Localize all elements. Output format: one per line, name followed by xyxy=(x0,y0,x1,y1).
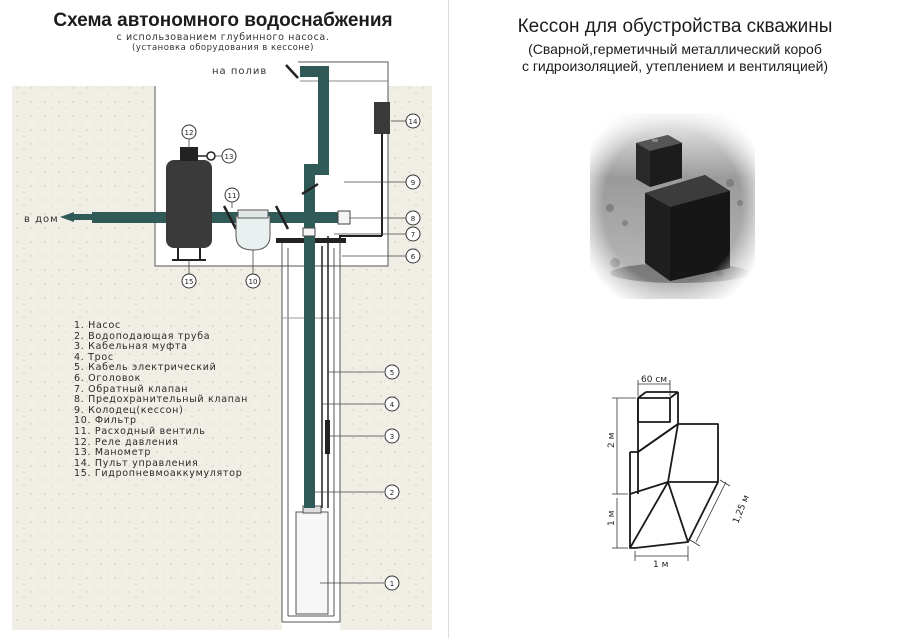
valve-upper xyxy=(301,182,319,196)
caisson-outline xyxy=(154,61,389,267)
caisson-panel: Кессон для обустройства скважины (Сварно… xyxy=(450,0,900,638)
callout-13 xyxy=(221,148,237,164)
callout-15 xyxy=(181,273,197,289)
legend-item: 3. Кабельная муфта xyxy=(74,341,188,353)
manometer xyxy=(206,151,216,161)
callout-5-text: 5 xyxy=(390,369,394,377)
main-box-outline xyxy=(629,423,719,549)
caisson-subtitle-1: (Сварной,герметичный металлический короб xyxy=(528,41,822,57)
dim-1m-bottom: 1 м xyxy=(653,560,668,570)
legend-item: 5. Кабель электрический xyxy=(74,362,217,374)
hydro-accumulator xyxy=(166,160,212,248)
well-casing xyxy=(281,242,341,623)
callout-6 xyxy=(405,248,421,264)
pressure-switch xyxy=(180,147,198,161)
callout-2 xyxy=(384,484,400,500)
caisson-dimension-drawing: 60 см 2 м 1 м 1 м 1,25 м xyxy=(607,375,752,570)
callout-10-text: 10 xyxy=(249,278,258,286)
callout-11 xyxy=(224,187,240,203)
water-supply-scheme-panel: Схема автономного водоснабжения с исполь… xyxy=(0,0,446,638)
legend-item: 9. Колодец(кессон) xyxy=(74,404,184,416)
irrigation-valve xyxy=(285,64,299,79)
supply-pipe-horizontal xyxy=(92,212,345,223)
callout-14-text: 14 xyxy=(409,118,418,126)
callout-6-text: 6 xyxy=(411,253,416,261)
leader-lines xyxy=(188,120,406,584)
legend-item: 1. Насос xyxy=(74,320,121,331)
callout-11-text: 11 xyxy=(228,192,237,200)
legend-item: 14. Пульт управления xyxy=(74,457,199,469)
legend-item: 6. Оголовок xyxy=(74,372,142,384)
callout-10 xyxy=(245,273,261,289)
legend-item: 13. Манометр xyxy=(74,447,152,459)
callout-14 xyxy=(405,113,421,129)
panel-divider xyxy=(448,0,449,638)
callout-5 xyxy=(384,364,400,380)
dim-2m: 2 м xyxy=(607,433,617,448)
check-valve-right xyxy=(274,205,290,230)
scheme-diagram: на полив в дом xyxy=(12,61,432,630)
filter xyxy=(235,215,271,251)
safety-valve xyxy=(337,210,351,225)
scheme-title: Схема автономного водоснабжения xyxy=(53,10,393,31)
callout-9-text: 9 xyxy=(411,179,415,187)
scheme-subtitle-2: (установка оборудования в кессоне) xyxy=(132,43,314,53)
callout-markers xyxy=(181,113,421,591)
callout-3-text: 3 xyxy=(390,433,394,441)
cable-coupling xyxy=(325,420,330,454)
callout-12 xyxy=(181,124,197,140)
scheme-subtitle-1: с использованием глубинного насоса. xyxy=(116,32,330,43)
caisson-photo xyxy=(590,113,755,299)
caisson-subtitle-2: с гидроизоляцией, утеплением и вентиляци… xyxy=(521,58,829,74)
dim-1-25m: 1,25 м xyxy=(732,494,752,525)
callout-numbers: 1 2 3 4 5 6 7 8 9 10 11 12 13 14 15 xyxy=(185,118,418,588)
label-to-house: в дом xyxy=(24,214,59,225)
shutoff-valve-11 xyxy=(222,205,238,230)
callout-4-text: 4 xyxy=(390,401,395,409)
dim-60cm: 60 см xyxy=(641,375,667,385)
callout-4 xyxy=(384,396,400,412)
dimension-lines xyxy=(612,380,731,561)
delivery-pipe-vertical xyxy=(304,232,315,508)
callout-13-text: 13 xyxy=(225,153,234,161)
callout-3 xyxy=(384,428,400,444)
legend-item: 15. Гидропневмоаккумулятор xyxy=(74,468,243,480)
legend-item: 4. Трос xyxy=(74,351,114,363)
pump xyxy=(295,511,329,615)
control-panel xyxy=(374,102,390,134)
callout-7-text: 7 xyxy=(411,231,415,239)
legend-item: 12. Реле давления xyxy=(74,436,179,448)
main-box-inner xyxy=(629,481,718,495)
legend-item: 7. Обратный клапан xyxy=(74,383,189,395)
legend-item: 10. Фильтр xyxy=(74,415,137,427)
callout-8-text: 8 xyxy=(411,215,415,223)
legend-item: 2. Водоподающая труба xyxy=(74,330,211,342)
check-valve xyxy=(302,227,316,237)
callout-7 xyxy=(405,226,421,242)
label-to-irrigation: на полив xyxy=(212,66,267,77)
neck-box-front xyxy=(637,397,671,423)
callout-8 xyxy=(405,210,421,226)
arrow-to-house xyxy=(60,212,74,222)
callout-1 xyxy=(384,575,400,591)
legend-item: 11. Расходный вентиль xyxy=(74,425,206,437)
callout-9 xyxy=(405,174,421,190)
legend-list: 1. Насос 2. Водоподающая труба 3. Кабель… xyxy=(74,320,249,480)
callout-15-text: 15 xyxy=(185,278,194,286)
irrigation-pipe-vertical xyxy=(318,66,329,170)
callout-2-text: 2 xyxy=(390,489,394,497)
legend-item: 8. Предохранительный клапан xyxy=(74,394,249,406)
caisson-title: Кессон для обустройства скважины xyxy=(517,16,833,37)
callout-12-text: 12 xyxy=(185,129,194,137)
dim-1m-side: 1 м xyxy=(607,511,617,526)
callout-1-text: 1 xyxy=(390,580,394,588)
